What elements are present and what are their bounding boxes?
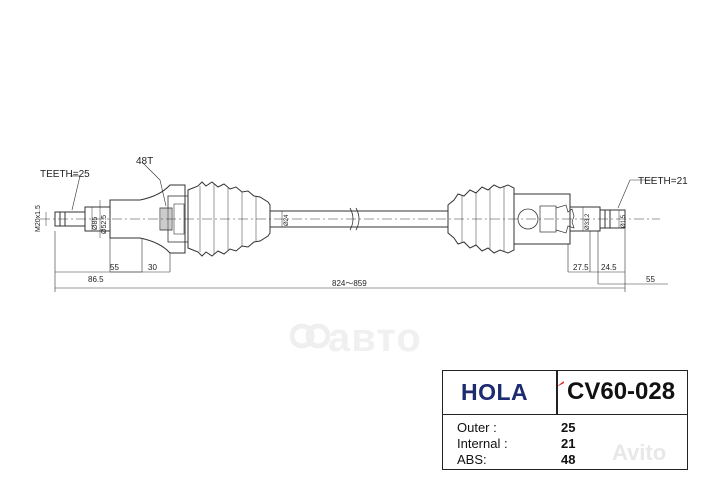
row-outer-value: 25	[561, 420, 576, 435]
dia-outer-shaft-label: Ø85	[92, 217, 99, 230]
dia-inner-end-label: Ø1.5	[621, 214, 627, 228]
watermark-text: авто	[328, 316, 422, 360]
thread-label: M20x1.5	[35, 205, 42, 232]
inner-stub	[599, 209, 626, 229]
dia-outer-seal-label: Ø52.5	[101, 215, 108, 234]
brand-logo: HOLA	[461, 379, 529, 405]
teeth-inner-label: TEETH=21	[638, 176, 688, 187]
dim-30: 30	[148, 263, 157, 272]
teeth-outer-label: TEETH=25	[40, 169, 90, 180]
part-number: CV60-028	[567, 378, 676, 405]
inner-boot	[447, 184, 515, 254]
brand-mark-icon	[556, 381, 564, 387]
row-abs-value: 48	[561, 452, 576, 467]
dim-total: 824～859	[332, 279, 367, 288]
spec-header: HOLA CV60-028	[443, 371, 687, 415]
row-internal-label: Internal :	[457, 436, 508, 451]
abs-teeth-label: 48T	[136, 156, 153, 167]
outer-boot	[187, 181, 271, 257]
row-internal-value: 21	[561, 436, 576, 451]
avito-watermark: Avito	[612, 440, 667, 465]
dia-inner-shaft-label: Ø33.2	[585, 213, 591, 230]
dim-24-5: 24.5	[601, 263, 617, 272]
dim-55-right: 55	[646, 275, 655, 284]
dia-bar-label: Ø24	[284, 214, 290, 226]
dim-27-5: 27.5	[573, 263, 589, 272]
header-divider	[556, 371, 558, 415]
watermark-logo	[290, 323, 330, 349]
spec-table: HOLA CV60-028 Outer : 25 Internal : 21 A…	[442, 370, 688, 470]
dim-55-left: 55	[110, 263, 119, 272]
row-abs-label: ABS:	[457, 452, 487, 467]
outer-cv-housing	[109, 184, 186, 254]
row-outer-label: Outer :	[457, 420, 497, 435]
dim-86-5: 86.5	[88, 275, 104, 284]
cv-axle-drawing: TEETH=25 48T TEETH=21 M20x1.5 Ø85 Ø52.5 …	[35, 156, 688, 292]
